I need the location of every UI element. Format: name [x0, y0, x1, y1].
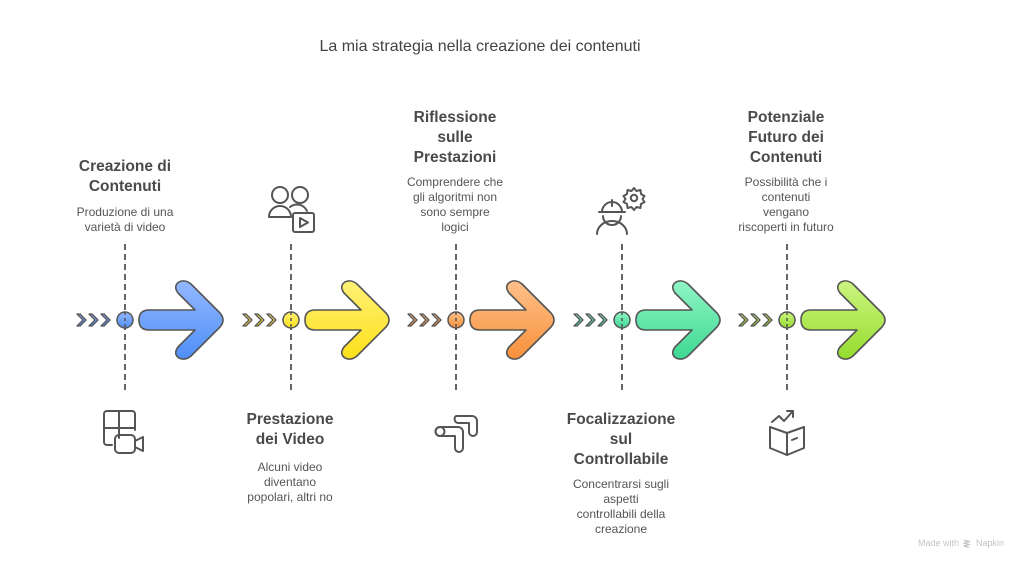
users-play-icon	[268, 186, 315, 233]
chevron-icon	[76, 313, 87, 327]
chevron-icon	[431, 313, 442, 327]
chevron-icon	[762, 313, 773, 327]
chevron-icon	[738, 313, 749, 327]
stage-description: Possibilità che i contenuti vengano risc…	[738, 175, 834, 234]
book-trend-icon	[769, 410, 805, 456]
chevron-icon	[750, 313, 761, 327]
stage-3-arrow-group	[407, 280, 555, 360]
stage-description: Concentrarsi sugli aspetti controllabili…	[572, 477, 670, 536]
stage-4-arrow-group	[573, 280, 721, 360]
arrow-right-icon	[800, 280, 886, 360]
arrow-right-icon	[469, 280, 555, 360]
winding-path-icon	[434, 415, 478, 453]
chevron-icon	[407, 313, 418, 327]
diagram-title: La mia strategia nella creazione dei con…	[319, 38, 641, 55]
arrow-right-icon	[304, 280, 390, 360]
arrow-right-icon	[138, 280, 224, 360]
arrow-right-icon	[635, 280, 721, 360]
stage-title: Creazione di Contenuti	[78, 158, 172, 195]
chevron-icon	[88, 313, 99, 327]
stage-2-arrow-group	[242, 280, 390, 360]
chevron-icon	[266, 313, 277, 327]
chevron-icon	[585, 313, 596, 327]
stage-title: Focalizzazione sul Controllabile	[566, 411, 676, 468]
stage-description: Produzione di una varietà di video	[76, 205, 174, 234]
video-grid-camera-icon	[103, 410, 144, 454]
stage-description: Alcuni video diventano popolari, altri n…	[247, 460, 333, 504]
stage-5-arrow-group	[738, 280, 886, 360]
worker-gear-icon	[596, 187, 646, 235]
chevron-icon	[100, 313, 111, 327]
chevron-icon	[597, 313, 608, 327]
chevron-icon	[573, 313, 584, 327]
chevron-icon	[254, 313, 265, 327]
chevron-icon	[419, 313, 430, 327]
stage-title: Prestazione dei Video	[246, 411, 334, 448]
napkin-logo-icon	[962, 538, 972, 548]
stage-1-arrow-group	[76, 280, 224, 360]
stage-description: Comprendere che gli algoritmi non sono s…	[406, 175, 504, 234]
footer-attribution: Made with Napkin	[917, 538, 1004, 548]
chevron-icon	[242, 313, 253, 327]
stage-title: Riflessione sulle Prestazioni	[413, 109, 497, 166]
stage-title: Potenziale Futuro dei Contenuti	[747, 109, 825, 166]
